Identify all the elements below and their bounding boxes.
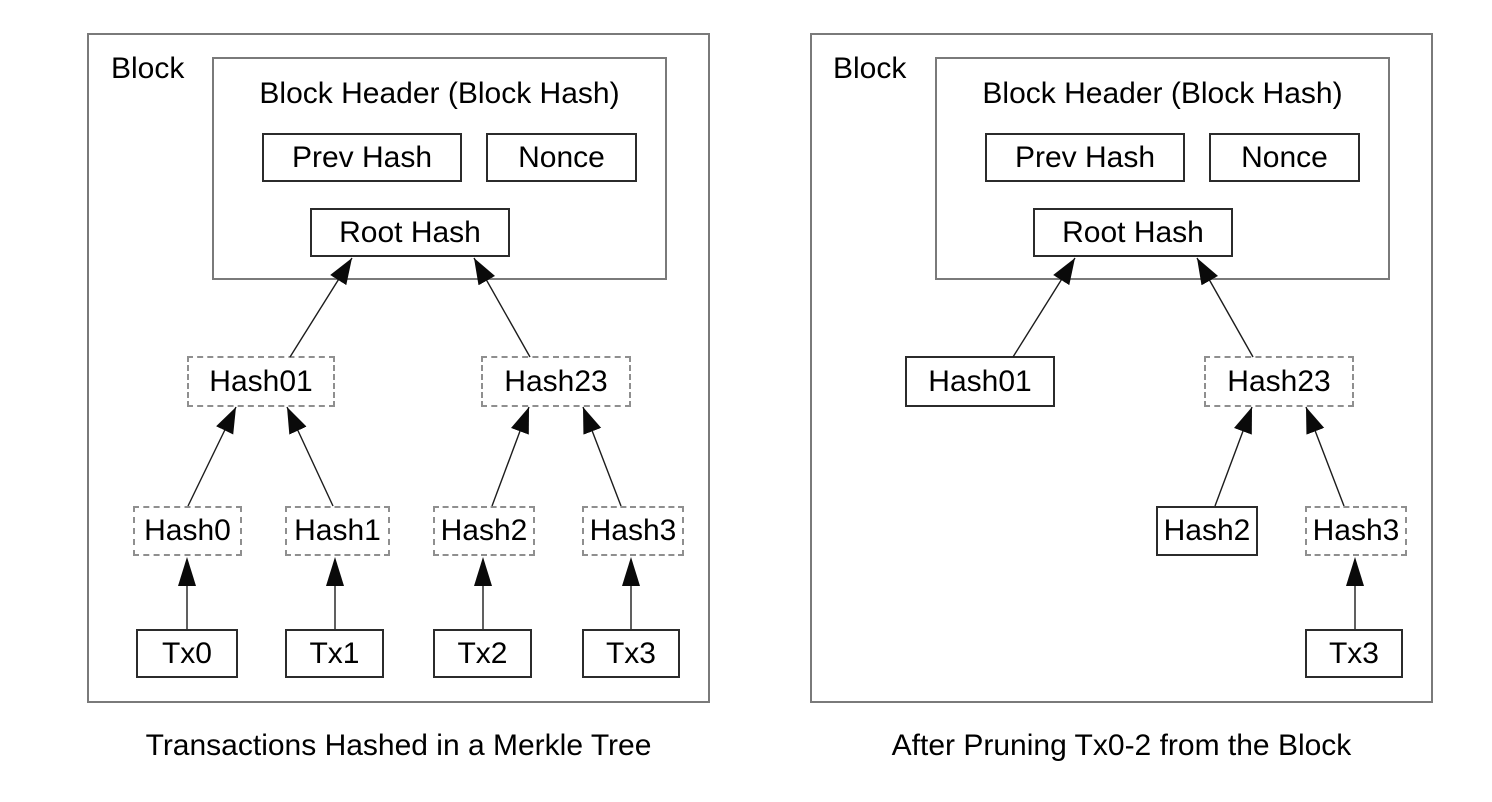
right-hash01-box: Hash01 — [905, 356, 1055, 407]
right-hash2-box: Hash2 — [1156, 506, 1258, 556]
left-block-header-box: Block Header (Block Hash) — [212, 57, 667, 280]
right-block-panel — [810, 33, 1433, 703]
right-block-label: Block — [833, 52, 907, 85]
left-prev-hash-box: Prev Hash — [262, 133, 462, 182]
right-block-header-box: Block Header (Block Hash) — [935, 57, 1390, 280]
right-nonce-box: Nonce — [1209, 133, 1360, 182]
left-caption: Transactions Hashed in a Merkle Tree — [145, 729, 652, 762]
right-tx3-box: Tx3 — [1305, 629, 1403, 678]
left-hash3-box: Hash3 — [582, 506, 684, 556]
left-hash0-box: Hash0 — [133, 506, 242, 556]
left-block-header-title: Block Header (Block Hash) — [259, 77, 620, 110]
right-root-hash-box: Root Hash — [1033, 208, 1233, 257]
right-block-header-title: Block Header (Block Hash) — [982, 77, 1343, 110]
left-tx0-box: Tx0 — [136, 629, 238, 678]
left-block-label: Block — [111, 52, 185, 85]
right-caption: After Pruning Tx0-2 from the Block — [891, 729, 1352, 762]
left-hash23-box: Hash23 — [481, 356, 631, 407]
left-block-panel — [87, 33, 710, 703]
left-hash01-box: Hash01 — [187, 356, 335, 407]
right-hash3-box: Hash3 — [1305, 506, 1407, 556]
right-hash23-box: Hash23 — [1204, 356, 1354, 407]
left-hash2-box: Hash2 — [433, 506, 535, 556]
left-nonce-box: Nonce — [486, 133, 637, 182]
right-prev-hash-box: Prev Hash — [985, 133, 1185, 182]
left-tx1-box: Tx1 — [285, 629, 384, 678]
left-tx3-box: Tx3 — [582, 629, 680, 678]
left-hash1-box: Hash1 — [285, 506, 390, 556]
left-tx2-box: Tx2 — [433, 629, 532, 678]
left-root-hash-box: Root Hash — [310, 208, 510, 257]
